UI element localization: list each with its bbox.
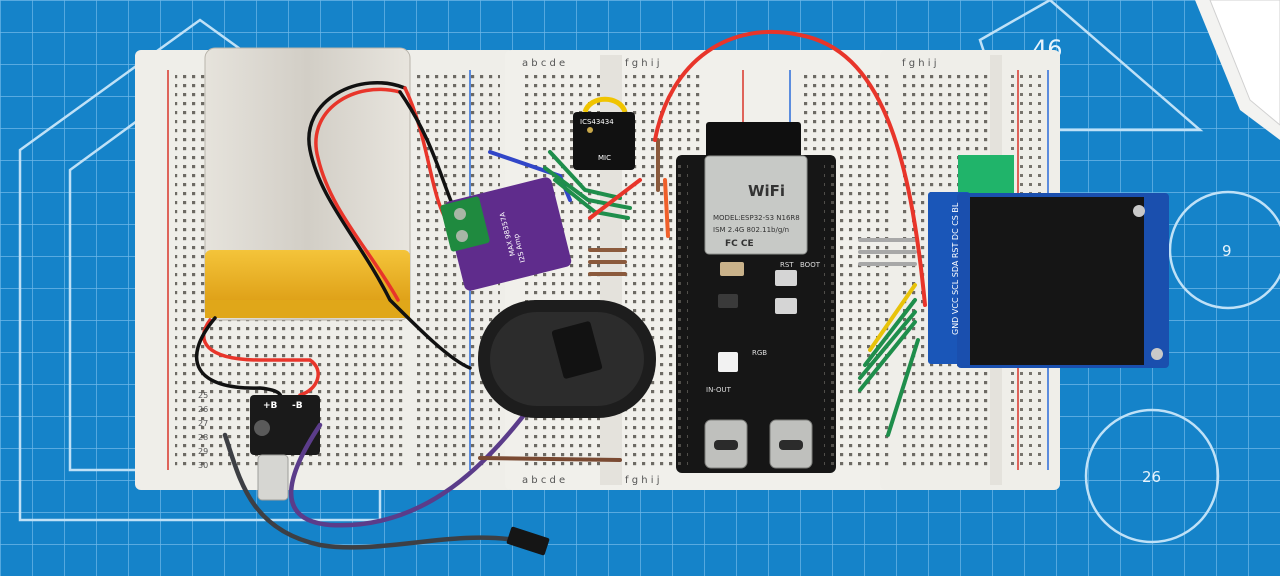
tft-display: GND VCC SCL SDA RST DC CS BL <box>928 155 1169 368</box>
display-pin-labels: GND VCC SCL SDA RST DC CS BL <box>951 202 960 335</box>
rgb-label: RGB <box>752 349 767 357</box>
microphone-board: ICS43434 MIC <box>573 96 635 170</box>
module-cert: FC CE <box>725 239 754 249</box>
rst-button <box>775 270 797 286</box>
column-letters-right: f g h i j <box>625 58 659 69</box>
mic-label: MIC <box>598 154 611 162</box>
amplifier-board: MAX 98357A I2S Amp <box>440 177 572 291</box>
charger-label-plus: +B <box>263 401 278 411</box>
lipo-battery <box>204 47 411 321</box>
port-label: IN-OUT <box>706 386 732 394</box>
mat-number-9: 9 <box>1222 242 1232 260</box>
jumper-wires-center <box>478 29 927 462</box>
column-letters-bottom-left: a b c d e <box>522 475 565 486</box>
esp32-devkit: WiFi MODEL:ESP32-S3 N16R8 ISM 2.4G 802.1… <box>676 122 836 473</box>
row-number-29: 29 <box>198 447 208 456</box>
boot-button <box>775 298 797 314</box>
module-frequency: ISM 2.4G 802.11b/g/n <box>713 226 789 234</box>
row-number-28: 28 <box>198 433 208 442</box>
rst-label: RST <box>780 261 794 269</box>
speaker <box>478 300 656 418</box>
charger-label-minus: -B <box>292 401 303 411</box>
row-number-25: 25 <box>198 391 208 400</box>
row-number-27: 27 <box>198 419 208 428</box>
column-letters-left: a b c d e <box>522 58 565 69</box>
mic-chip-label: ICS43434 <box>580 118 614 126</box>
module-model: MODEL:ESP32-S3 N16R8 <box>713 214 800 222</box>
boot-label: BOOT <box>800 261 821 269</box>
row-number-26: 26 <box>198 405 208 414</box>
column-letters-bottom-right: f g h i j <box>625 475 659 486</box>
charger-board: +B -B <box>250 395 320 501</box>
paper-stack <box>1195 0 1280 140</box>
display-screen <box>970 197 1144 365</box>
column-letters-far-right: f g h i j <box>902 58 936 69</box>
row-number-30: 30 <box>198 461 208 470</box>
module-brand: WiFi <box>748 182 785 200</box>
esp32-rf-shield <box>704 155 808 255</box>
rgb-led <box>718 352 738 372</box>
mat-number-26: 26 <box>1142 468 1161 486</box>
